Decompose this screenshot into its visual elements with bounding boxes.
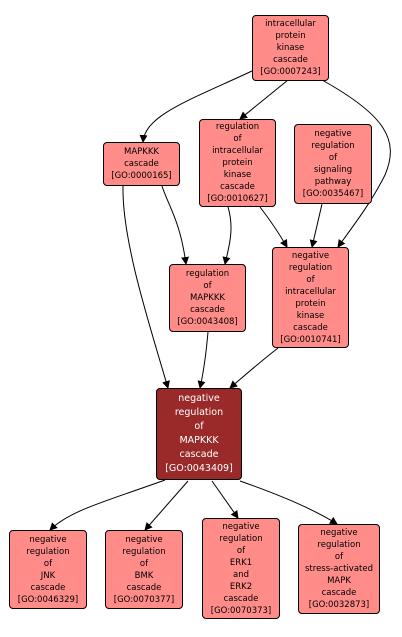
node-label-line: regulation (26, 546, 70, 557)
node-label-line: MAPKKK (124, 147, 159, 157)
edge-43408-43409 (197, 331, 209, 389)
node-label-line: regulation (311, 141, 355, 151)
node-label-line: regulation (317, 540, 361, 550)
node-regulation-of-intracellular-protein-kinase-cascade[interactable]: regulation of intracellular protein kinase ca… (199, 119, 276, 207)
node-label-line: cascade (30, 582, 66, 593)
edge-43409-32873 (239, 480, 338, 525)
node-label-line: protein (295, 298, 326, 309)
node-label-line: regulation (288, 262, 333, 273)
node-label-line: MAPKKK (179, 435, 219, 446)
node-label-line: regulation (185, 269, 230, 279)
node-label-line: negative (222, 521, 260, 532)
node-label-line: [GO:0010741] (280, 334, 341, 345)
node-label-line: intracellular (212, 146, 263, 156)
node-label-line: of (194, 421, 204, 432)
node-label-line: MAPKKK (190, 293, 225, 303)
node-label-line: negative (291, 250, 330, 261)
node-label-line: negative (314, 129, 352, 139)
node-label-line: [GO:0035467] (302, 189, 364, 199)
node-label-line: [GO:0046329] (17, 594, 79, 605)
node-label-line: [GO:0043408] (177, 317, 238, 327)
node-label-line: cascade (293, 322, 328, 333)
node-label-line: of (328, 153, 338, 163)
node-label-line: MAPK (327, 576, 351, 586)
node-label-line: cascade (223, 593, 259, 604)
node-label-line: negative (125, 534, 163, 545)
edge-43409-70377 (144, 480, 189, 531)
node-label-line: cascade (220, 182, 255, 192)
node-label-line: [GO:0010627] (207, 194, 268, 204)
edge-165-43408 (161, 185, 190, 265)
node-label-line: kinase (296, 310, 325, 321)
node-intracellular-protein-kinase-cascade[interactable]: intracellular protein kinase cascade [GO:000… (252, 15, 329, 81)
node-label-line: of (236, 545, 246, 556)
node-label-line: regulation (219, 533, 263, 544)
node-label-line: of (233, 134, 242, 144)
node-label-line: protein (275, 31, 306, 41)
node-label-line: ERK2 (229, 581, 253, 592)
edge-165-43409 (122, 185, 170, 389)
edge-10627-43408 (222, 206, 232, 265)
node-label-line: regulation (174, 407, 224, 418)
node-label-line: [GO:0000165] (111, 171, 172, 181)
node-label-line: kinase (223, 170, 252, 180)
edge-7243-10627 (239, 79, 289, 120)
node-label-line: [GO:0070373] (210, 605, 272, 616)
node-label-line: cascade (179, 449, 219, 460)
node-label-line: negative (178, 393, 220, 404)
edge-10627-10741 (259, 206, 288, 248)
node-label-line: protein (222, 158, 253, 168)
edge-35467-10741 (309, 203, 323, 248)
edge-43409-46329 (49, 479, 166, 531)
node-label-line: intracellular (265, 19, 316, 29)
node-label-line: cascade (126, 582, 162, 593)
node-label-line: [GO:0070377] (113, 594, 175, 605)
node-label-line: negative (320, 528, 358, 538)
node-label-line: BMK (134, 570, 154, 581)
node-label-line: JNK (40, 570, 56, 581)
node-label-line: of (203, 281, 212, 291)
edge-10741-43409 (229, 347, 279, 389)
node-label-line: [GO:0043409] (165, 463, 233, 474)
edge-43409-70373 (211, 480, 239, 519)
node-negative-regulation-of-signaling-pathway[interactable]: negative regulation of signaling pathway [GO:… (294, 124, 372, 204)
node-label-line: signaling (313, 165, 353, 175)
node-label-line: ERK1 (229, 557, 253, 568)
edge-7243-10741 (321, 79, 391, 248)
node-label-line: negative (29, 534, 67, 545)
node-label-line: stress-activated (305, 564, 373, 574)
node-label-line: and (233, 569, 249, 580)
node-label-line: pathway (314, 177, 352, 187)
node-label-line: regulation (215, 122, 260, 132)
node-label-line: cascade (124, 159, 159, 169)
node-label-line: of (43, 558, 53, 569)
node-label-line: kinase (276, 43, 305, 53)
node-label-line: [GO:0007243] (260, 67, 321, 77)
node-label-line: cascade (273, 55, 308, 65)
node-label-line: intracellular (285, 286, 336, 297)
node-label-line: cascade (321, 588, 357, 598)
node-label-line: of (334, 552, 344, 562)
node-label-line: cascade (190, 305, 225, 315)
node-label-line: regulation (122, 546, 166, 557)
node-label-line: of (139, 558, 149, 569)
node-label-line: of (306, 274, 315, 285)
node-mapkkk-cascade[interactable]: MAPKKK cascade [GO:0000165] (103, 142, 180, 186)
node-label-line: [GO:0032873] (308, 600, 370, 610)
edge-7243-165 (139, 70, 253, 143)
